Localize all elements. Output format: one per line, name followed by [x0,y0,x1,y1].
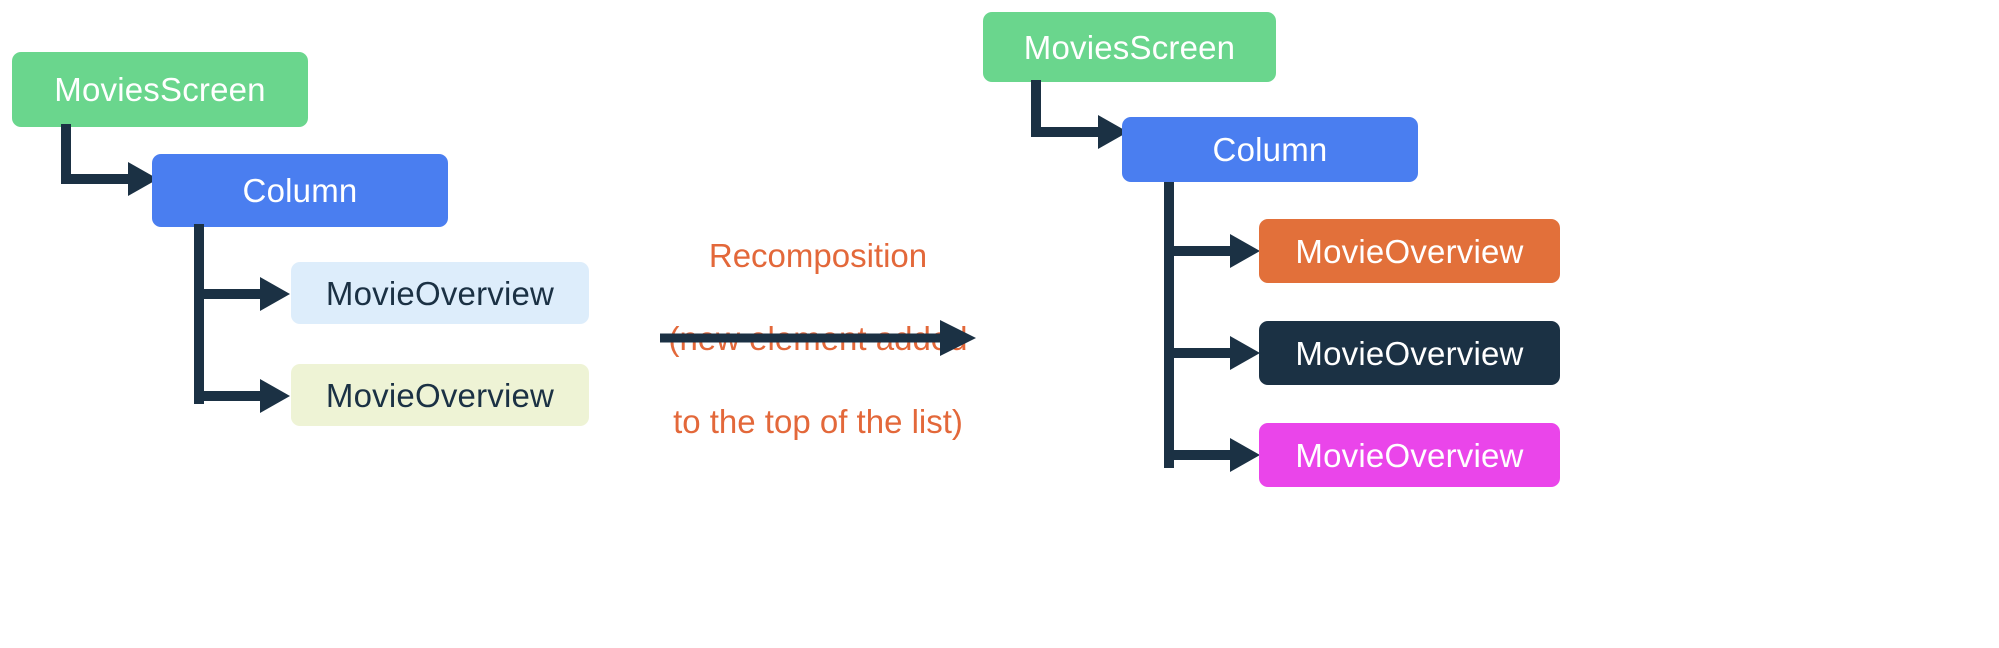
left-node-movie-overview-1[interactable]: MovieOverview [291,262,589,324]
right-node-movies-screen[interactable]: MoviesScreen [983,12,1276,82]
connector-left-column-branches [194,224,290,413]
recomposition-caption-line-1: Recomposition [708,236,928,274]
left-node-column-label: Column [242,172,358,209]
right-node-movie-overview-3-label: MovieOverview [1295,436,1524,474]
left-node-movie-overview-2[interactable]: MovieOverview [291,364,589,426]
left-node-movie-overview-2-label: MovieOverview [325,376,555,414]
left-node-movies-screen[interactable]: MoviesScreen [12,52,308,127]
recomposition-caption: Recomposition (new element added to the … [648,193,988,484]
left-node-movies-screen-label: MoviesScreen [54,71,266,108]
recomposition-caption-line-3: to the top of the list) [673,402,963,440]
right-node-movie-overview-3[interactable]: MovieOverview [1259,423,1560,487]
right-node-movie-overview-1-label: MovieOverview [1295,232,1524,270]
left-node-column[interactable]: Column [152,154,448,227]
right-node-movies-screen-label: MoviesScreen [1023,28,1236,66]
right-node-movie-overview-1[interactable]: MovieOverview [1259,219,1560,283]
left-node-movie-overview-1-label: MovieOverview [325,274,555,312]
recomposition-caption-line-2: (new element added [668,319,968,357]
connector-right-column-branches [1164,182,1260,472]
right-node-movie-overview-2[interactable]: MovieOverview [1259,321,1560,385]
right-node-column[interactable]: Column [1122,117,1418,182]
right-node-movie-overview-2-label: MovieOverview [1295,334,1524,372]
right-node-column-label: Column [1212,131,1328,168]
